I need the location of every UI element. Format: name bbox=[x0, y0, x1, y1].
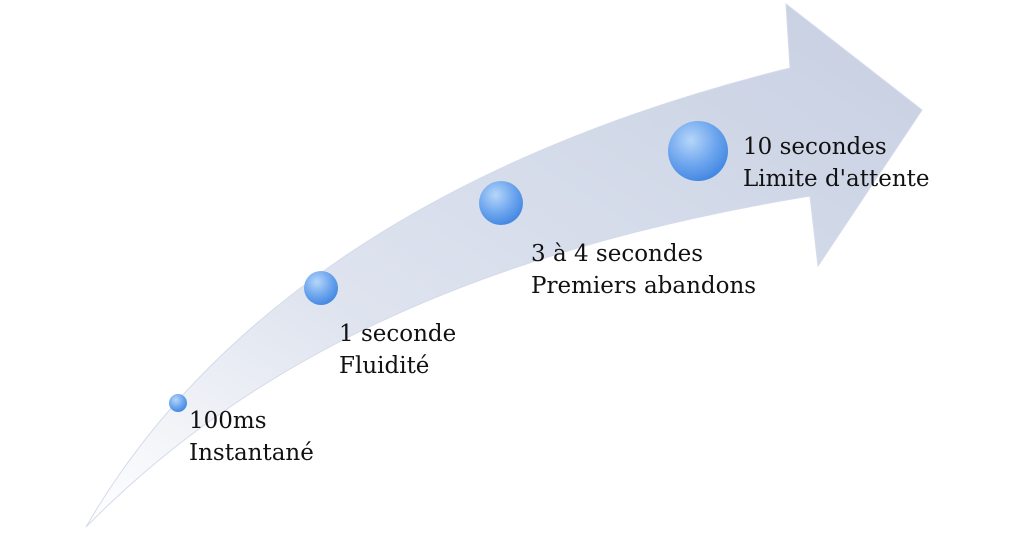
milestone-label-3-4-seconds: 3 à 4 secondes Premiers abandons bbox=[531, 238, 756, 302]
milestone-dot-3-4-seconds bbox=[479, 181, 523, 225]
milestone-time: 10 secondes bbox=[743, 134, 887, 160]
milestone-meaning: Limite d'attente bbox=[743, 166, 930, 192]
milestone-label-10-seconds: 10 secondes Limite d'attente bbox=[743, 131, 929, 195]
milestone-dot-10-seconds bbox=[668, 121, 728, 181]
milestone-label-1-second: 1 seconde Fluidité bbox=[339, 318, 456, 382]
milestone-time: 3 à 4 secondes bbox=[531, 241, 704, 267]
milestone-dot-1-second bbox=[304, 271, 338, 305]
milestone-meaning: Instantané bbox=[189, 440, 314, 466]
milestone-time: 1 seconde bbox=[339, 321, 457, 347]
milestone-label-100ms: 100ms Instantané bbox=[189, 405, 314, 469]
milestone-time: 100ms bbox=[189, 408, 267, 434]
milestone-meaning: Premiers abandons bbox=[531, 273, 757, 299]
milestone-meaning: Fluidité bbox=[339, 353, 430, 379]
milestone-dot-100ms bbox=[169, 394, 187, 412]
